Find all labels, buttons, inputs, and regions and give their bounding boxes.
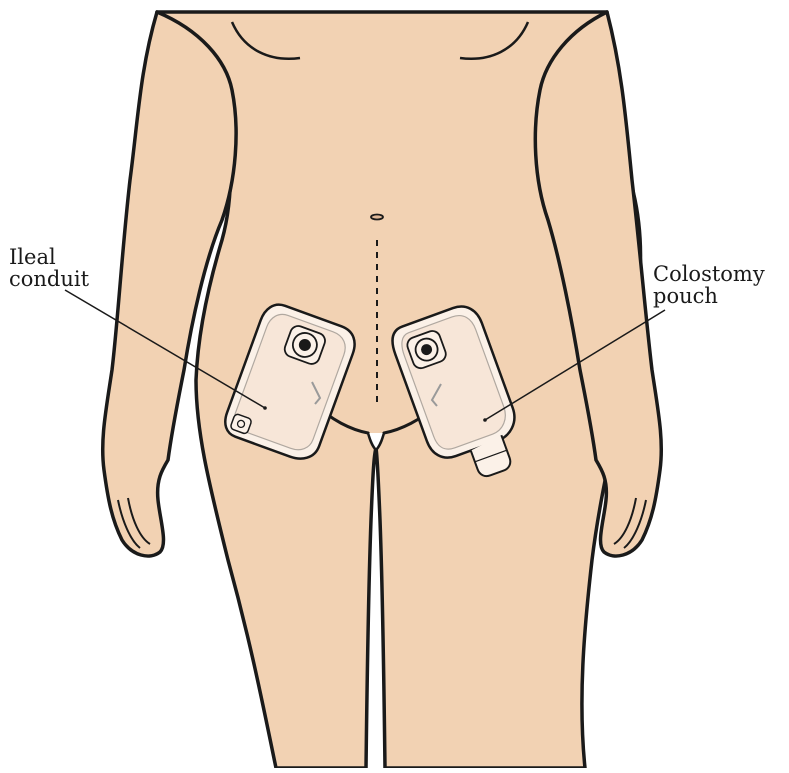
label-ileal-line1: Ileal (9, 246, 89, 268)
label-ileal-line2: conduit (9, 268, 89, 290)
label-colostomy-pouch: Colostomy pouch (653, 263, 765, 307)
label-colostomy-line1: Colostomy (653, 263, 765, 285)
label-ileal-conduit: Ileal conduit (9, 246, 89, 290)
navel (371, 215, 383, 220)
leader-dot-ileal (263, 406, 267, 410)
leader-dot-colostomy (483, 418, 487, 422)
label-colostomy-line2: pouch (653, 285, 765, 307)
